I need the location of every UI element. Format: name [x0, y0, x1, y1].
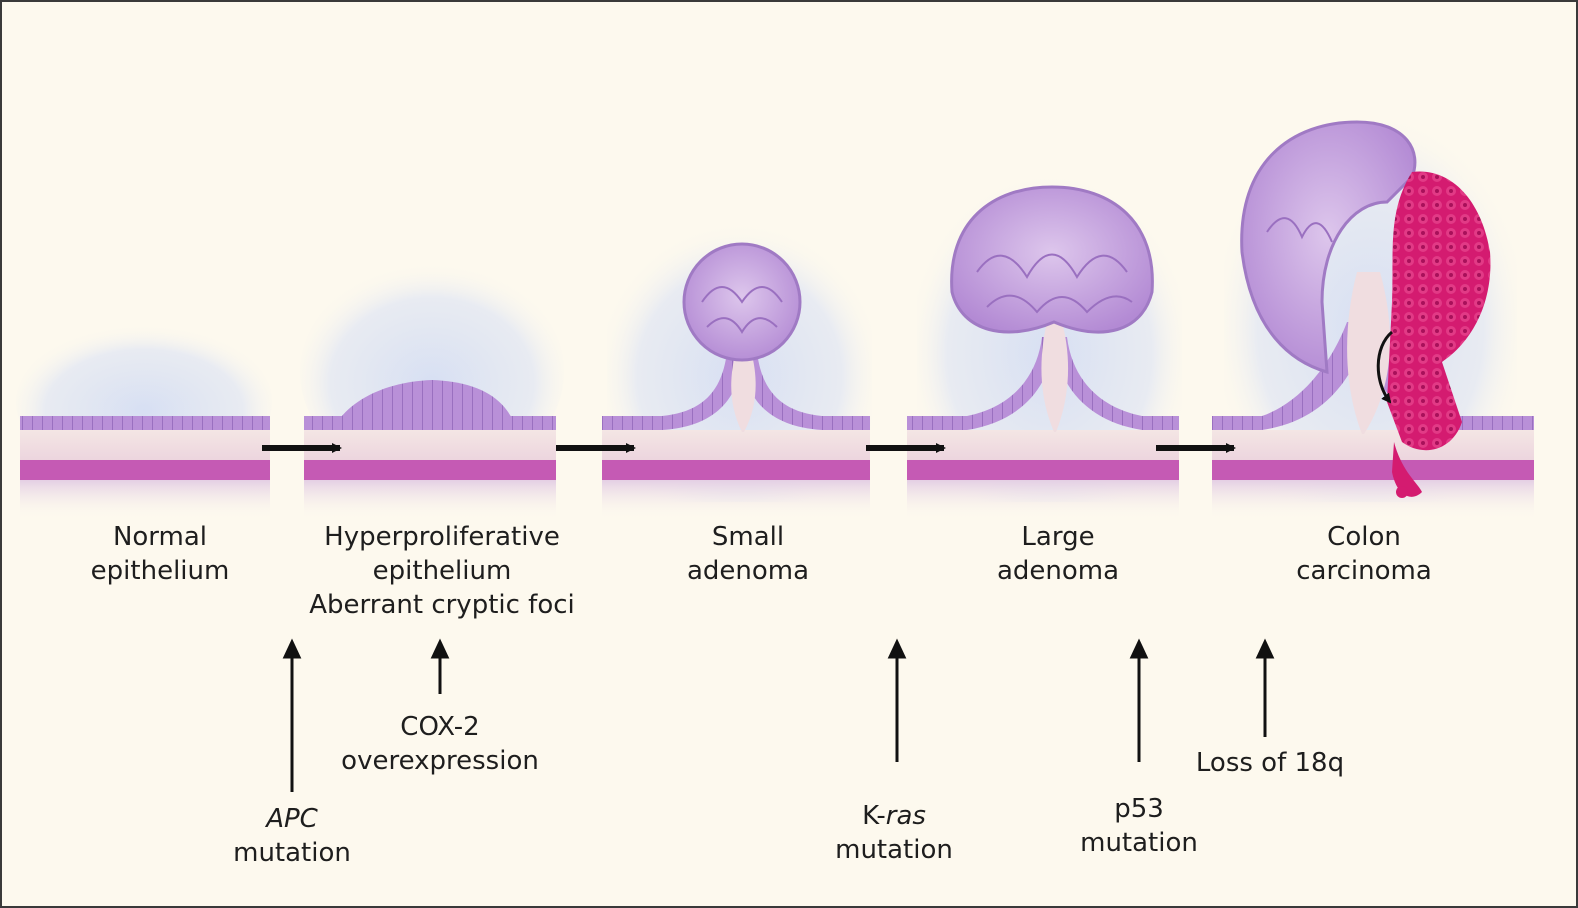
large-adenoma-tissue [907, 172, 1182, 520]
stage-label-large-adenoma: Large adenoma [996, 522, 1120, 586]
event-label-cox2: COX-2 overexpression [341, 712, 539, 776]
normal-epithelium-tissue [16, 324, 272, 520]
event-label-kras: K-ras mutation [835, 801, 953, 865]
stage-label-small-adenoma: Small adenoma [686, 522, 810, 586]
event-label-apc: APC mutation [233, 804, 351, 868]
event-pointers [282, 638, 1275, 792]
stage-label-colon-carcinoma: Colon carcinoma [1296, 522, 1432, 586]
stage-label-hyperproliferative: Hyperproliferative epithelium Aberrant c… [309, 522, 575, 620]
stage-label-normal: Normal epithelium [90, 522, 230, 586]
colon-carcinoma-tissue [1212, 112, 1534, 520]
event-label-p53: p53 mutation [1080, 794, 1198, 858]
small-adenoma-tissue [602, 222, 872, 520]
event-label-loss-18q: Loss of 18q [1195, 748, 1345, 778]
hyperproliferative-tissue [300, 262, 564, 520]
